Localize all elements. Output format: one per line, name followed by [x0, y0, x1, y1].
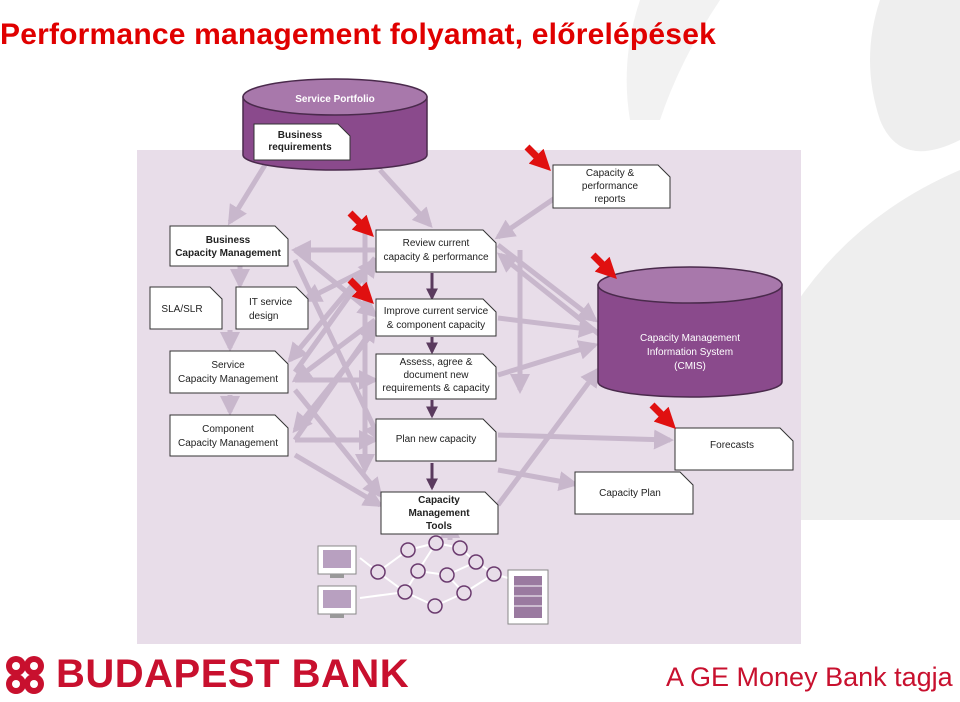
svg-text:Tools: Tools	[426, 521, 452, 532]
svg-text:Review current: Review current	[403, 238, 470, 249]
svg-text:Management: Management	[408, 508, 470, 519]
review-capacity-box: Review current capacity & performance	[375, 229, 497, 273]
cmis-cylinder: Capacity Management Information System (…	[597, 266, 783, 398]
server-icon	[507, 569, 549, 625]
svg-text:document new: document new	[403, 370, 469, 381]
service-portfolio-label: Service Portfolio	[295, 94, 374, 105]
computer-icon	[317, 585, 357, 618]
connector-arrows	[220, 163, 674, 540]
forecasts-box: Forecasts	[674, 427, 794, 471]
svg-text:performance: performance	[582, 181, 639, 192]
business-capacity-box: Business Capacity Management	[169, 225, 289, 267]
svg-text:Business: Business	[206, 235, 251, 246]
budapest-bank-logo-icon	[6, 656, 44, 694]
business-requirements-box: Business requirements	[253, 123, 351, 161]
capacity-tools-box: Capacity Management Tools	[380, 491, 499, 535]
svg-text:Capacity Management: Capacity Management	[178, 374, 278, 385]
svg-text:Capacity Plan: Capacity Plan	[599, 488, 661, 499]
computer-icon	[317, 545, 357, 578]
svg-text:Improve current service: Improve current service	[384, 306, 489, 317]
service-capacity-box: Service Capacity Management	[169, 350, 289, 394]
capacity-reports-box: Capacity & performance reports	[552, 164, 671, 209]
svg-text:Capacity: Capacity	[418, 495, 460, 506]
svg-text:SLA/SLR: SLA/SLR	[161, 304, 202, 315]
svg-text:Forecasts: Forecasts	[710, 440, 754, 451]
svg-text:Component: Component	[202, 424, 254, 435]
svg-text:capacity & performance: capacity & performance	[383, 252, 488, 263]
svg-text:IT service: IT service	[249, 297, 293, 308]
svg-text:Capacity Management: Capacity Management	[178, 438, 278, 449]
svg-text:Plan new capacity: Plan new capacity	[396, 434, 477, 445]
svg-text:(CMIS): (CMIS)	[674, 361, 706, 372]
svg-text:Assess, agree &: Assess, agree &	[400, 357, 473, 368]
svg-text:Service: Service	[211, 360, 245, 371]
page-title: Performance management folyamat, előrelé…	[0, 18, 716, 51]
tagline: A GE Money Bank tagja	[666, 662, 953, 692]
svg-text:design: design	[249, 311, 278, 322]
bank-name: BUDAPEST BANK	[56, 652, 410, 696]
svg-text:reports: reports	[594, 194, 625, 205]
sla-slr-box: SLA/SLR	[149, 286, 223, 330]
svg-text:& component capacity: & component capacity	[387, 320, 485, 331]
assess-requirements-box: Assess, agree & document new requirement…	[375, 353, 497, 400]
svg-text:Capacity Management: Capacity Management	[175, 248, 281, 259]
highlight-arrows	[347, 144, 676, 429]
plan-capacity-box: Plan new capacity	[375, 418, 497, 462]
improve-service-box: Improve current service & component capa…	[375, 298, 497, 337]
component-capacity-box: Component Capacity Management	[169, 414, 289, 457]
svg-text:requirements & capacity: requirements & capacity	[382, 383, 489, 394]
svg-text:Capacity &: Capacity &	[586, 168, 635, 179]
svg-text:Capacity Management: Capacity Management	[640, 333, 740, 344]
svg-text:Information System: Information System	[647, 347, 733, 358]
svg-text:Business: Business	[278, 130, 323, 141]
it-service-design-box: IT service design	[235, 286, 309, 330]
network-nodes	[370, 535, 502, 614]
capacity-plan-box: Capacity Plan	[574, 471, 694, 515]
svg-text:requirements: requirements	[268, 142, 332, 153]
